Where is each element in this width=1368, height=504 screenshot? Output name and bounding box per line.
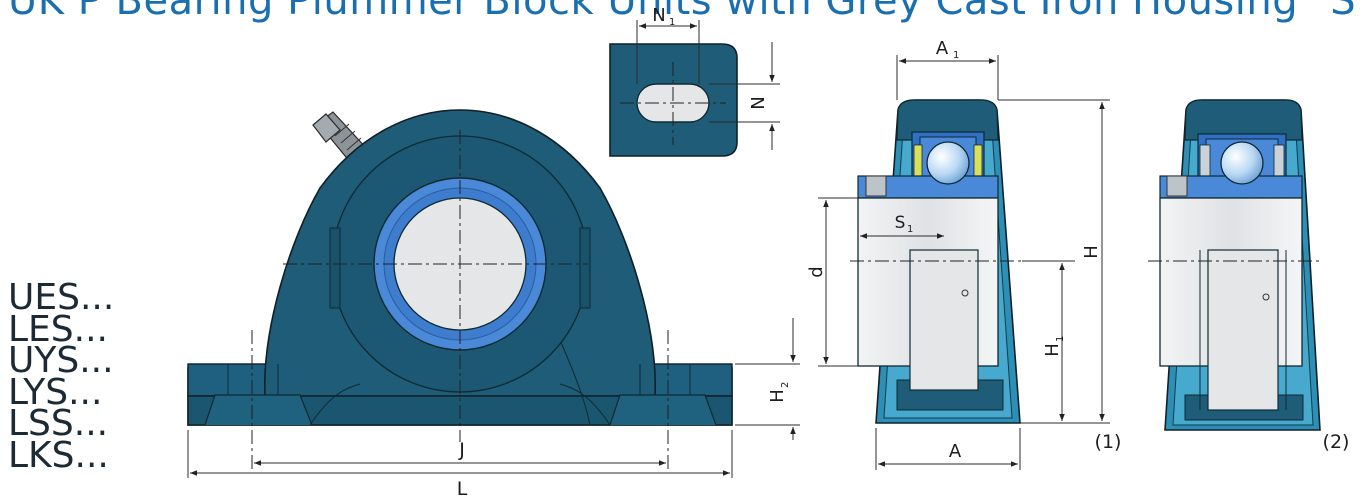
svg-text:2: 2: [780, 382, 791, 388]
dimension-j: J: [254, 439, 666, 466]
view-label-2: (2): [1323, 431, 1350, 453]
label-n: N: [748, 96, 769, 109]
dimension-h2: H 2: [735, 318, 800, 440]
page-title: UK P Bearing Plummer Block Units with Gr…: [8, 0, 1368, 24]
dimension-d: d: [806, 197, 858, 367]
front-view: [187, 109, 733, 470]
label-j: J: [458, 439, 465, 461]
dimension-l: L: [187, 430, 733, 500]
label-l: L: [457, 478, 468, 500]
series-item-lks: LKS...: [8, 434, 109, 476]
label-h2: H: [767, 389, 788, 403]
side-view-1: [850, 99, 1022, 424]
series-list: UES... LES... UYS... LYS... LSS... LKS..…: [8, 277, 115, 476]
slot-detail: N 1 N: [609, 5, 780, 157]
view-label-1: (1): [1095, 431, 1122, 453]
dimension-h1: H 1: [1022, 260, 1075, 421]
dimension-h: H: [998, 99, 1110, 424]
series-item-les: LES...: [8, 308, 108, 350]
label-s1: S: [895, 213, 906, 233]
series-item-ues: UES...: [8, 277, 115, 318]
dimension-a1: A 1: [896, 38, 999, 100]
svg-text:1: 1: [907, 224, 913, 235]
dimension-a: A: [875, 428, 1021, 470]
label-d: d: [806, 266, 827, 277]
series-item-uys: UYS...: [8, 340, 114, 381]
series-item-lss: LSS...: [8, 403, 109, 444]
ball: [926, 141, 970, 185]
side-view-2: [1148, 99, 1322, 431]
svg-text:1: 1: [1055, 336, 1066, 342]
dimension-s1: S 1: [857, 213, 944, 239]
series-item-lys: LYS...: [8, 371, 103, 413]
label-h1: H: [1042, 343, 1063, 357]
label-h: H: [1081, 245, 1102, 259]
label-a1: A: [936, 38, 949, 59]
svg-text:1: 1: [953, 50, 959, 61]
svg-text:1: 1: [669, 17, 675, 28]
label-a: A: [949, 441, 962, 462]
label-n1: N: [652, 5, 665, 26]
